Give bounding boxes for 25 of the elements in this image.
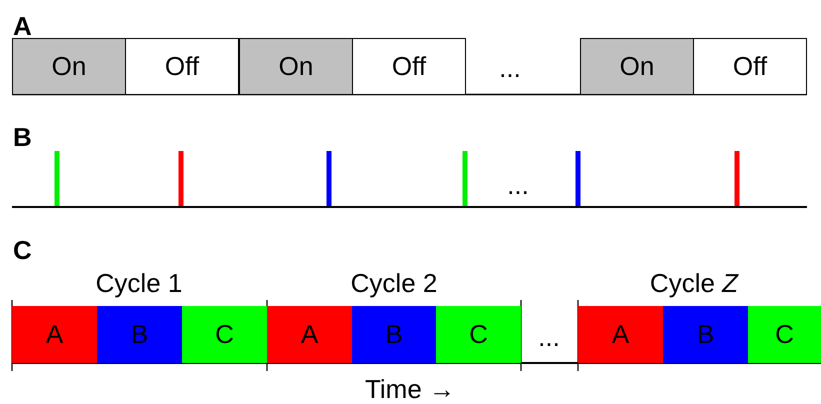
phase-segment: A	[267, 306, 352, 363]
panel-label: A	[13, 13, 32, 39]
cycle-label: Cycle 1	[96, 270, 182, 296]
ellipsis: ...	[499, 55, 521, 81]
phase-segment: B	[97, 306, 182, 363]
phase-segment: B	[352, 306, 436, 363]
cycle-label: Cycle Z	[650, 270, 738, 296]
phase-segment: A	[12, 306, 97, 363]
cycle-label: Cycle 2	[350, 270, 438, 296]
phase-segment: C	[436, 306, 521, 363]
state-segment: On	[239, 38, 353, 95]
state-segment: Off	[125, 38, 239, 95]
phase-segment: B	[663, 306, 748, 363]
panel-label: C	[13, 237, 32, 263]
state-segment: Off	[693, 38, 807, 95]
state-segment: On	[580, 38, 694, 95]
state-segment: Off	[352, 38, 466, 95]
axis-label: Time →	[364, 376, 456, 402]
panel-label: B	[13, 124, 32, 150]
phase-segment: C	[748, 306, 821, 363]
phase-segment: C	[182, 306, 267, 363]
ellipsis: ...	[507, 172, 529, 198]
state-segment: On	[12, 38, 126, 95]
phase-segment: A	[578, 306, 663, 363]
ellipsis: ...	[538, 324, 560, 350]
